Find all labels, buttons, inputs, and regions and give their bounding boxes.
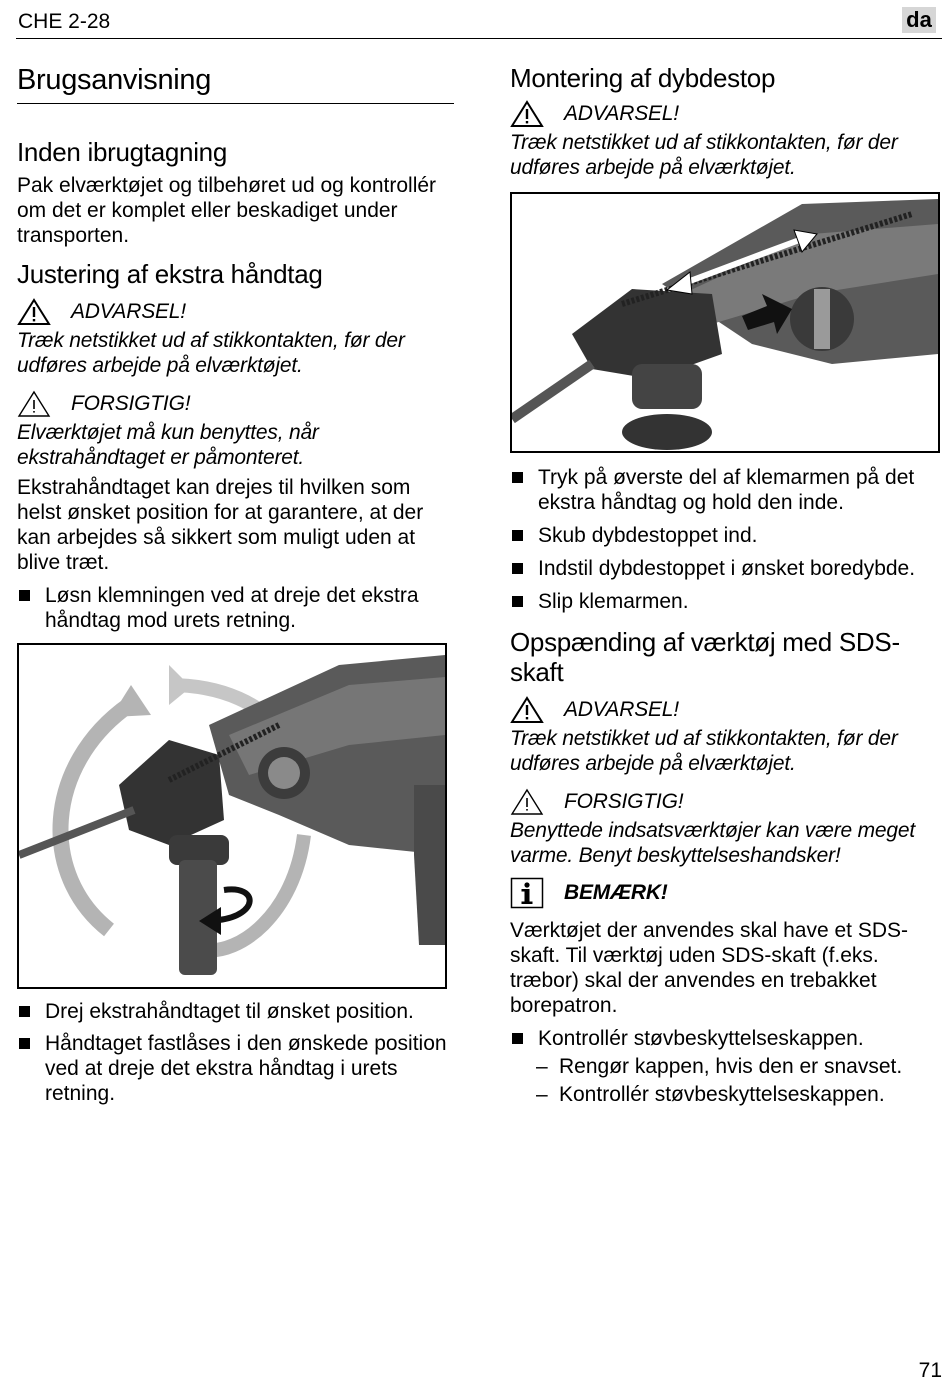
warning-text: Træk netstikket ud af stikkontakten, før… [510, 726, 898, 775]
warning-triangle-icon [510, 100, 544, 127]
warning-triangle-icon [17, 297, 51, 325]
figure-side-handle-rotation [17, 642, 447, 989]
warning-label: ADVARSEL! [564, 697, 679, 721]
section-heading-inden-ibrugtagning: Inden ibrugtagning [17, 137, 228, 167]
caution-triangle-icon [510, 788, 544, 815]
bullet-item: Løsn klemningen ved at dreje det ekstra … [17, 583, 454, 633]
section-heading-dybdestop: Montering af dybdestop [510, 63, 776, 93]
warning-triangle-icon [510, 695, 544, 723]
bullet-item: Drej ekstrahåndtaget til ønsket position… [17, 999, 454, 1024]
caution-label: FORSIGTIG! [71, 391, 191, 415]
main-title: Brugsanvisning [17, 64, 454, 104]
header-rule [16, 38, 942, 39]
section-text: Ekstrahåndtaget kan drejes til hvilken s… [17, 475, 424, 574]
bullet-list: Løsn klemningen ved at dreje det ekstra … [17, 583, 454, 633]
caution-triangle-icon [17, 390, 51, 417]
bullet-item: Indstil dybdestoppet i ønsket boredybde. [510, 556, 950, 581]
note-label: BEMÆRK! [564, 880, 668, 904]
page-number: 71 [918, 1359, 942, 1382]
warning-notice-header: ADVARSEL! [17, 296, 454, 328]
bullet-list: Kontrollér støvbeskyttelseskappen. [510, 1026, 950, 1051]
section-heading-sds: Opspænding af værktøj med SDS-skaft [510, 626, 900, 687]
warning-label: ADVARSEL! [71, 299, 186, 323]
caution-label: FORSIGTIG! [564, 789, 684, 813]
caution-notice-header: FORSIGTIG! [510, 786, 950, 818]
right-column: Montering af dybdestop ADVARSEL! Træk ne… [510, 60, 950, 1109]
info-icon [510, 877, 544, 908]
caution-text: Benyttede indsatsværktøjer kan være mege… [510, 818, 915, 867]
section-heading-justering: Justering af ekstra håndtag [17, 258, 323, 289]
note-text: Værktøjet der anvendes skal have et SDS-… [510, 918, 909, 1017]
dash-item: Kontrollér støvbeskyttelseskappen. [510, 1081, 950, 1109]
warning-label: ADVARSEL! [564, 101, 679, 125]
warning-text: Træk netstikket ud af stikkontakten, før… [510, 130, 898, 179]
section-text: Pak elværktøjet og tilbehøret ud og kont… [17, 173, 437, 247]
language-badge: da [902, 7, 936, 33]
warning-text: Træk netstikket ud af stikkontakten, før… [17, 328, 405, 377]
bullet-list: Tryk på øverste del af klemarmen på det … [510, 465, 950, 614]
caution-notice-header: FORSIGTIG! [17, 388, 454, 420]
left-column: Brugsanvisning Inden ibrugtagning Pak el… [17, 60, 454, 1106]
figure-depth-stop [510, 191, 940, 453]
bullet-list: Drej ekstrahåndtaget til ønsket position… [17, 999, 454, 1106]
caution-text: Elværktøjet må kun benyttes, når ekstrah… [17, 420, 319, 469]
bullet-item: Kontrollér støvbeskyttelseskappen. [510, 1026, 950, 1051]
warning-notice-header: ADVARSEL! [510, 98, 950, 130]
dash-item: Rengør kappen, hvis den er snavset. [510, 1053, 950, 1081]
warning-notice-header: ADVARSEL! [510, 694, 950, 726]
document-title: CHE 2-28 [18, 10, 111, 33]
note-notice-header: BEMÆRK! [510, 876, 950, 910]
bullet-item: Håndtaget fastlåses i den ønskede positi… [17, 1031, 454, 1106]
bullet-item: Tryk på øverste del af klemarmen på det … [510, 465, 950, 515]
bullet-item: Skub dybdestoppet ind. [510, 523, 950, 548]
dash-list: Rengør kappen, hvis den er snavset. Kont… [510, 1053, 950, 1109]
bullet-item: Slip klemarmen. [510, 589, 950, 614]
